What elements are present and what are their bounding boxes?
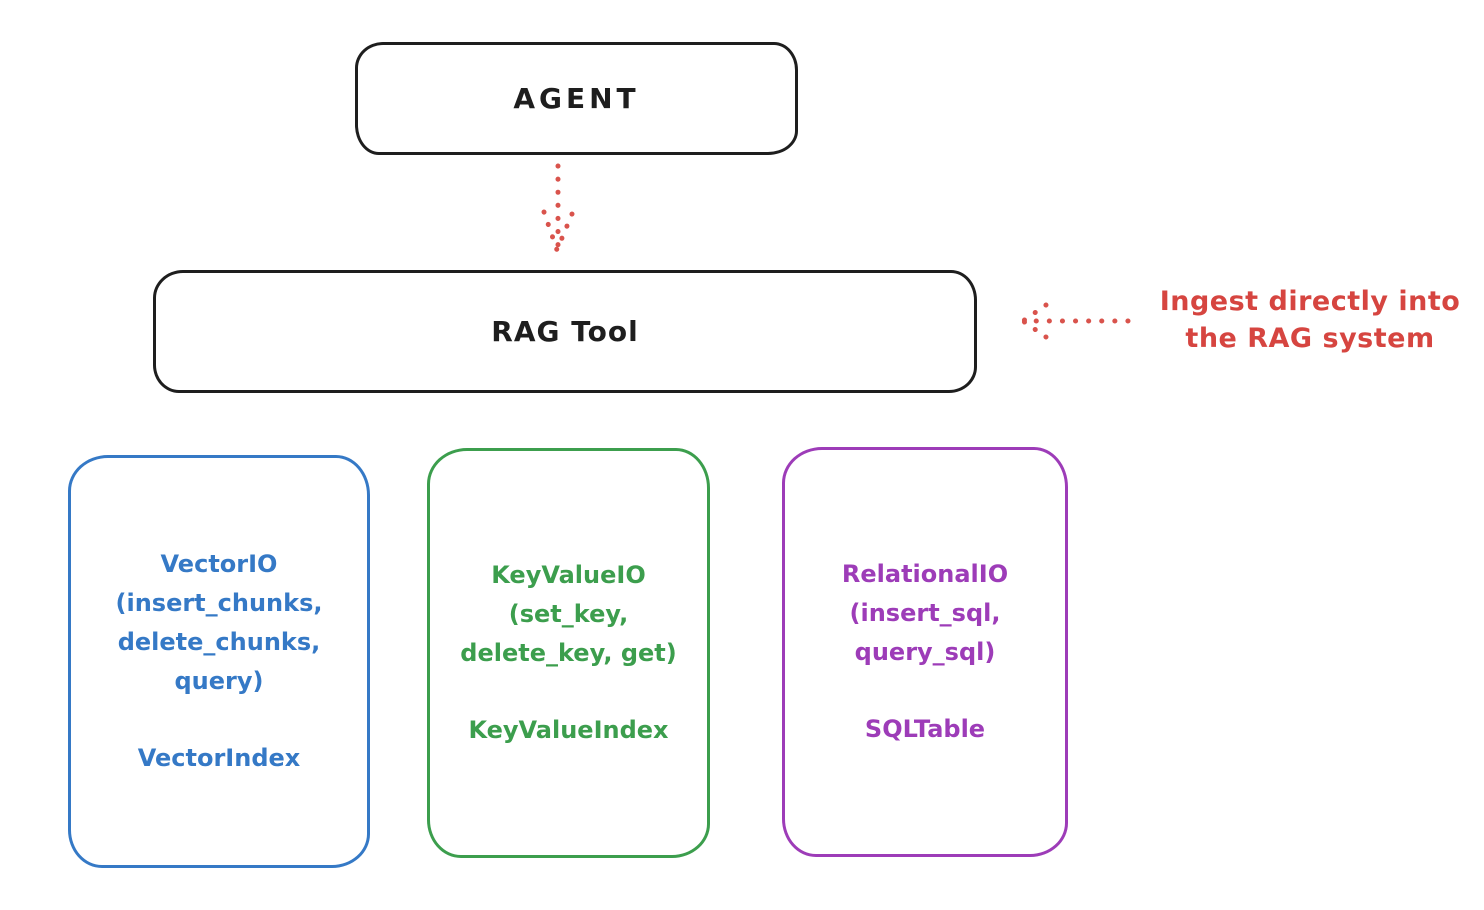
agent-box: AGENT: [355, 42, 798, 155]
relational-io-line: (insert_sql,: [849, 599, 1001, 627]
vector-io-box: VectorIO (insert_chunks, delete_chunks, …: [68, 455, 370, 868]
keyvalue-io-line: KeyValueIO: [491, 561, 646, 589]
dotted-arrow-down-icon: [541, 163, 575, 253]
keyvalue-io-line: delete_key, get): [460, 639, 677, 667]
ingest-annotation: Ingest directly into the RAG system: [1135, 283, 1484, 357]
keyvalue-io-line: (set_key,: [508, 600, 629, 628]
vector-io-line: query): [174, 667, 264, 695]
dotted-arrow-left-icon: [1020, 302, 1131, 340]
vector-index-label: VectorIndex: [137, 744, 301, 772]
keyvalue-index-label: KeyValueIndex: [468, 716, 669, 744]
relational-io-line: RelationalIO: [841, 560, 1009, 588]
vector-io-line: VectorIO: [160, 550, 278, 578]
relational-io-box: RelationalIO (insert_sql, query_sql) SQL…: [782, 447, 1068, 857]
sql-table-label: SQLTable: [864, 715, 986, 743]
agent-label: AGENT: [513, 82, 640, 115]
rag-tool-label: RAG Tool: [491, 315, 639, 348]
rag-tool-box: RAG Tool: [153, 270, 977, 393]
relational-io-line: query_sql): [854, 638, 996, 666]
vector-io-line: (insert_chunks,: [115, 589, 323, 617]
vector-io-line: delete_chunks,: [117, 628, 321, 656]
ingest-annotation-line1: Ingest directly into: [1159, 286, 1461, 317]
ingest-annotation-line2: the RAG system: [1185, 323, 1435, 354]
keyvalue-io-box: KeyValueIO (set_key, delete_key, get) Ke…: [427, 448, 710, 858]
